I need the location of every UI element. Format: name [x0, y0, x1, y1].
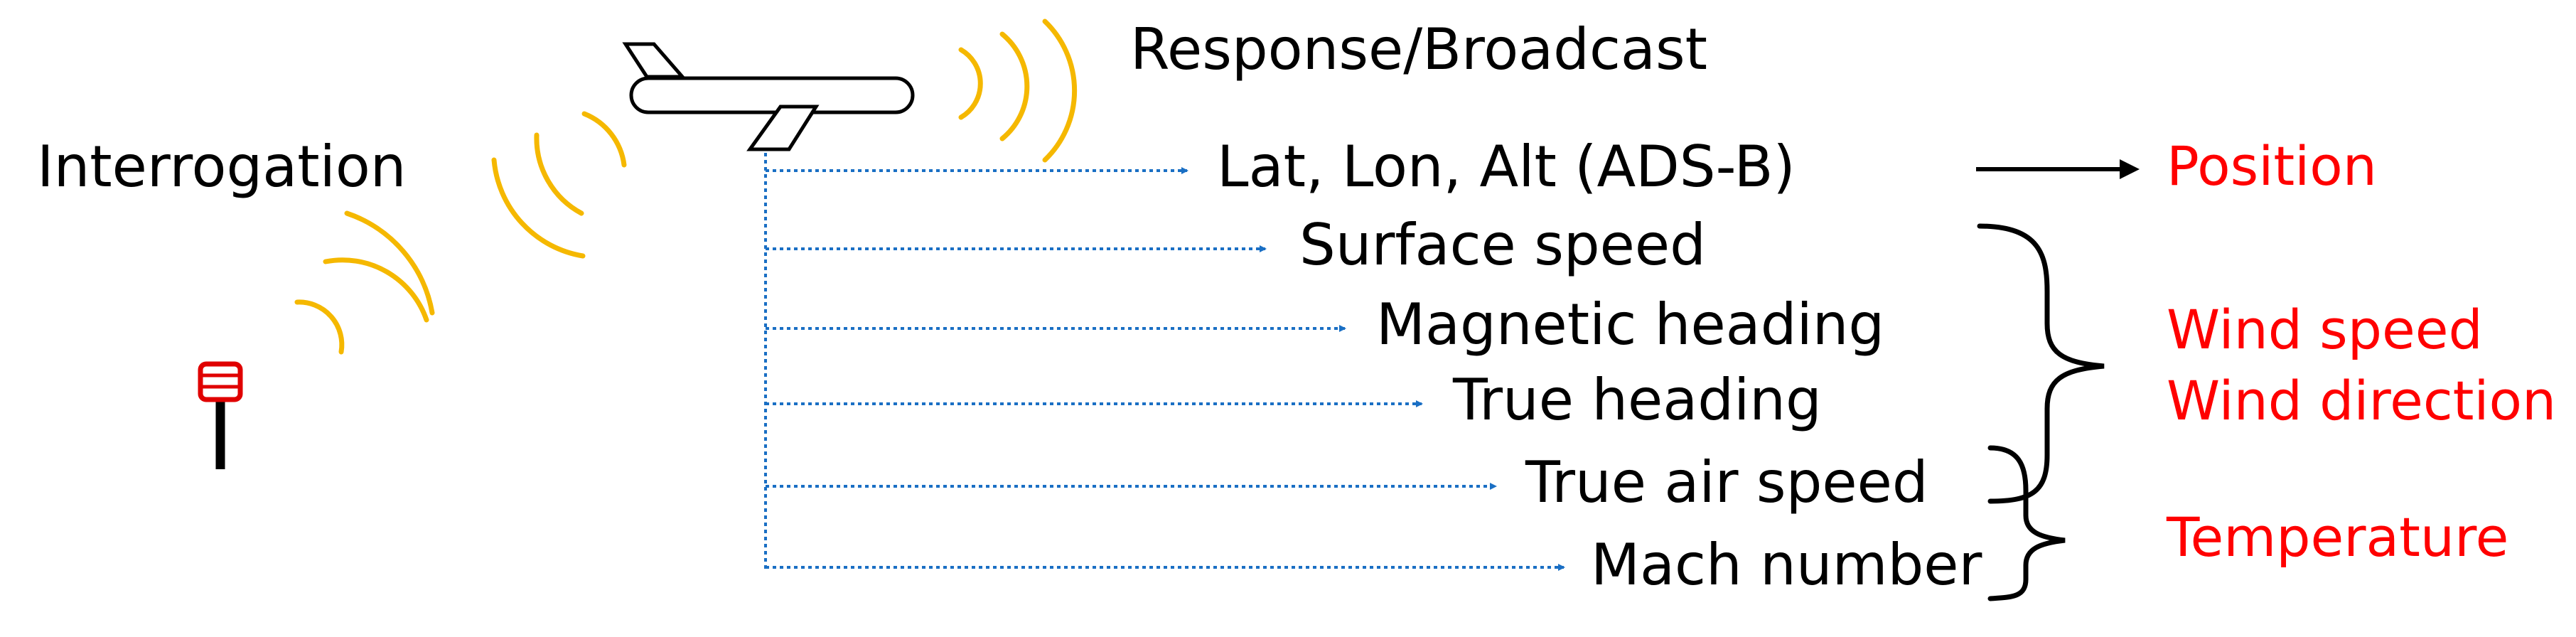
param-true-heading: True heading — [1452, 367, 1822, 433]
param-surface-speed: Surface speed — [1299, 212, 1706, 278]
param-magnetic-heading: Magnetic heading — [1376, 291, 1884, 358]
output-temperature: Temperature — [2166, 505, 2508, 569]
interrogation-label: Interrogation — [37, 134, 407, 200]
param-true-air-speed: True air speed — [1525, 449, 1928, 515]
aircraft-icon — [622, 42, 915, 151]
output-wind-speed: Wind speed — [2167, 298, 2483, 361]
param-lat-lon-alt: Lat, Lon, Alt (ADS-B) — [1217, 134, 1796, 200]
output-wind-direction: Wind direction — [2167, 369, 2556, 432]
output-position: Position — [2167, 134, 2377, 198]
response-wave-icon — [958, 18, 1078, 163]
radar-station-icon — [198, 361, 243, 469]
temperature-brace — [1987, 445, 2066, 601]
position-arrow — [1976, 159, 2140, 179]
wind-brace — [1977, 223, 2105, 504]
interrogation-wave-icon — [294, 210, 435, 355]
aircraft-wave-left-icon — [491, 111, 627, 259]
param-mach-number: Mach number — [1591, 532, 1982, 598]
response-broadcast-label: Response/Broadcast — [1130, 16, 1707, 82]
